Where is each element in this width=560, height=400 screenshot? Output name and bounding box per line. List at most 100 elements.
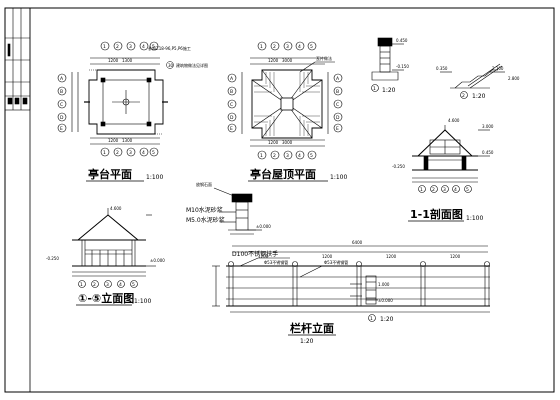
roof-axis-2: 2: [273, 44, 276, 50]
plan-axis-label-b1: 1: [103, 150, 106, 156]
roof-note: 瓦片做法: [316, 55, 332, 61]
plan-dim-c: 1200: [108, 138, 119, 143]
plan-axis-label-b5: 5: [152, 150, 155, 156]
roof-dim-c: 1200: [268, 140, 279, 145]
plan-scale: 1:100: [146, 174, 163, 181]
detail2-elev-c: 2.100: [492, 66, 504, 71]
plan-view: [57, 41, 168, 157]
plan-axis-label-b3: 3: [129, 150, 132, 156]
wall-detail: [213, 187, 262, 235]
plan-axis-left: [57, 73, 67, 133]
elev-axis-3: 3: [106, 282, 109, 288]
plan-row-c: C: [60, 102, 63, 108]
roof-title: 亭台屋顶平面: [250, 167, 316, 181]
elevation-1-5: [72, 208, 156, 288]
plan-row-b: B: [60, 89, 63, 95]
section-title: 1-1剖面图: [410, 207, 463, 221]
detail1-elev-top: 0.450: [396, 38, 408, 43]
roof-row-e: E: [230, 126, 233, 132]
railing-detail-label: 1: [370, 316, 373, 322]
railing-elev-top: 1.000: [378, 282, 390, 287]
detail-1: [371, 37, 404, 92]
railing-note-b: Φ53不锈钢管: [264, 259, 288, 265]
plan-title: 亭台平面: [88, 167, 132, 181]
detail2-scale: 1:20: [472, 93, 486, 100]
plan-row-a: A: [60, 76, 64, 82]
plan-note-circle: 30: [168, 63, 174, 68]
roof-row-a: A: [230, 76, 234, 82]
section-axis-3: 3: [443, 187, 446, 193]
plan-dim-a: 1200: [108, 58, 119, 63]
railing-elevation: [212, 245, 490, 322]
roof-row-d: D: [230, 115, 234, 121]
plan-dim-d: 1300: [122, 138, 133, 143]
detail2-label: 2: [462, 93, 465, 99]
elevation-elev-r: ±0.000: [150, 258, 165, 263]
roof-row-c: C: [230, 102, 233, 108]
roof-axis-bottom: [257, 150, 317, 160]
section-axis-5: 5: [466, 187, 469, 193]
wall-mark-b: M5.0水泥砂浆: [186, 216, 225, 224]
plan-row-d: D: [60, 115, 64, 121]
elevation-scale: 1:100: [134, 298, 151, 305]
roof-dim-b: 3000: [282, 58, 293, 63]
roof-axis-top: [257, 41, 317, 51]
elevation-elev-low: -0.250: [46, 256, 59, 261]
plan-axis-label-1: 1: [103, 44, 106, 50]
roof-axis-5: 5: [310, 44, 313, 50]
roof-dim-d: 3000: [282, 140, 293, 145]
roof-axis-b3: 3: [286, 153, 289, 159]
detail2-elev-a: 0.350: [436, 66, 448, 71]
roof-axis-b4: 4: [298, 153, 301, 159]
detail1-label: 1: [373, 86, 376, 92]
railing-total-dim: 6400: [352, 240, 363, 245]
roof-scale: 1:100: [330, 174, 347, 181]
elevation-title: ①-⑤立面图: [78, 291, 134, 305]
roof-axis-left: [227, 73, 237, 133]
plan-axis-label-b2: 2: [116, 150, 119, 156]
railing-seg-2: 1200: [322, 254, 333, 259]
plan-axis-label-5: 5: [152, 44, 155, 50]
section-elev-top: 4.600: [448, 118, 460, 123]
roof-axis-1: 1: [260, 44, 263, 50]
section-axis-4: 4: [454, 187, 457, 193]
detail-2: [440, 63, 505, 99]
wall-label-top: 放钢石面: [196, 181, 212, 187]
roof-row-rd: D: [336, 115, 340, 121]
railing-seg-3: 1200: [386, 254, 397, 259]
roof-row-ra: A: [336, 76, 340, 82]
plan-axis-label-b4: 4: [142, 150, 145, 156]
roof-row-rc: C: [336, 102, 339, 108]
detail1-scale: 1:20: [382, 87, 396, 94]
plan-note-circle: [166, 61, 174, 69]
wall-mark-a: M10水泥砂浆: [186, 206, 223, 214]
plan-axis-label-3: 3: [129, 44, 132, 50]
elev-axis-4: 4: [119, 282, 122, 288]
plan-note-side: 建筑物做法见详图: [176, 62, 208, 68]
railing-elev-bot: ±0.000: [378, 298, 393, 303]
roof-axis-3: 3: [286, 44, 289, 50]
railing-title: 栏杆立面: [290, 321, 334, 335]
plan-axis-label-2: 2: [116, 44, 119, 50]
section-elev-low: 0.450: [482, 150, 494, 155]
plan-note-top: 参照Z18-96,P5,P6施工: [148, 45, 191, 51]
section-axis-1: 1: [420, 187, 423, 193]
plan-axis-label-4: 4: [142, 44, 145, 50]
roof-row-re: E: [336, 126, 339, 132]
elev-axis-2: 2: [93, 282, 96, 288]
roof-axis-b5: 5: [310, 153, 313, 159]
roof-dim-a: 1200: [268, 58, 279, 63]
plan-axis-bottom: [100, 147, 159, 157]
elev-axis-1: 1: [80, 282, 83, 288]
elev-axis-5: 5: [132, 282, 135, 288]
railing-seg-4: 1200: [450, 254, 461, 259]
section-1-1: [412, 125, 490, 193]
roof-axis-b2: 2: [273, 153, 276, 159]
detail1-elev-bot: -0.150: [396, 64, 409, 69]
section-scale: 1:100: [466, 215, 483, 222]
plan-dim-b: 1300: [122, 58, 133, 63]
roof-axis-right: [333, 73, 343, 133]
sheet-frame: [4, 7, 555, 393]
railing-note-a: D100不锈钢扶手: [232, 250, 278, 258]
section-axis-2: 2: [432, 187, 435, 193]
